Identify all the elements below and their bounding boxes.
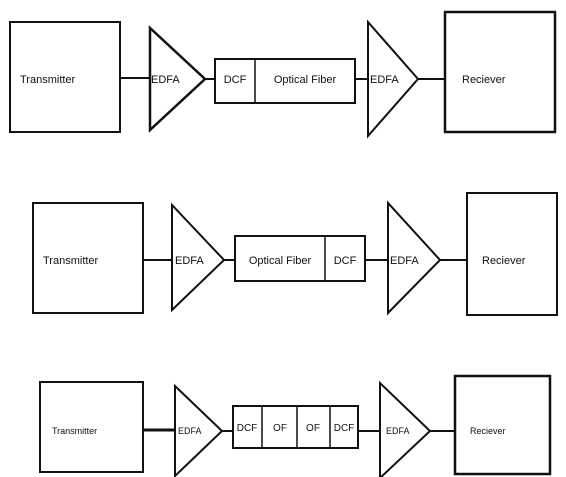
- edfa-amplifier-1: [171, 202, 226, 313]
- transmitter-box: [32, 202, 144, 314]
- edfa-amplifier-2: [379, 380, 432, 477]
- receiver-label: Reciever: [470, 426, 506, 436]
- receiver-label: Reciever: [462, 74, 506, 86]
- fiber-segment-label: DCF: [224, 74, 247, 86]
- transmitter-box: [9, 21, 121, 133]
- edfa-label-2: EDFA: [370, 74, 399, 86]
- fiber-span: [232, 405, 359, 449]
- edfa-amplifier-2: [387, 200, 442, 316]
- edfa-amplifier-1: [174, 383, 224, 477]
- fiber-segment-label: DCF: [334, 255, 357, 267]
- edfa-label-2: EDFA: [386, 426, 410, 436]
- link-row-1: Transmitter EDFA DCF Optical Fiber EDFA …: [9, 10, 557, 139]
- edfa-label-1: EDFA: [151, 74, 180, 86]
- transmitter-label: Transmitter: [43, 255, 99, 267]
- fiber-segment-label: DCF: [334, 423, 355, 434]
- receiver-box: [453, 374, 552, 476]
- fiber-segment-label: DCF: [237, 423, 258, 434]
- edfa-label-1: EDFA: [178, 426, 202, 436]
- fiber-span: [234, 235, 366, 282]
- edfa-amplifier-1: [148, 25, 207, 133]
- transmitter-label: Transmitter: [52, 426, 97, 436]
- edfa-amplifier-2: [367, 19, 420, 139]
- transmitter-box: [39, 381, 144, 473]
- fiber-segment-label: Optical Fiber: [249, 255, 312, 267]
- fiber-segment-label: OF: [273, 423, 287, 434]
- fiber-span: [214, 58, 356, 104]
- receiver-box: [466, 192, 558, 316]
- fiber-segment-label: OF: [306, 423, 320, 434]
- edfa-label-2: EDFA: [390, 255, 419, 267]
- receiver-box: [443, 10, 557, 134]
- link-row-3: Transmitter EDFA DCF OF OF DCF EDFA Reci…: [39, 374, 552, 477]
- transmitter-label: Transmitter: [20, 74, 76, 86]
- receiver-label: Reciever: [482, 255, 526, 267]
- edfa-label-1: EDFA: [175, 255, 204, 267]
- fiber-segment-label: Optical Fiber: [274, 74, 337, 86]
- link-row-2: Transmitter EDFA Optical Fiber DCF EDFA …: [32, 192, 558, 316]
